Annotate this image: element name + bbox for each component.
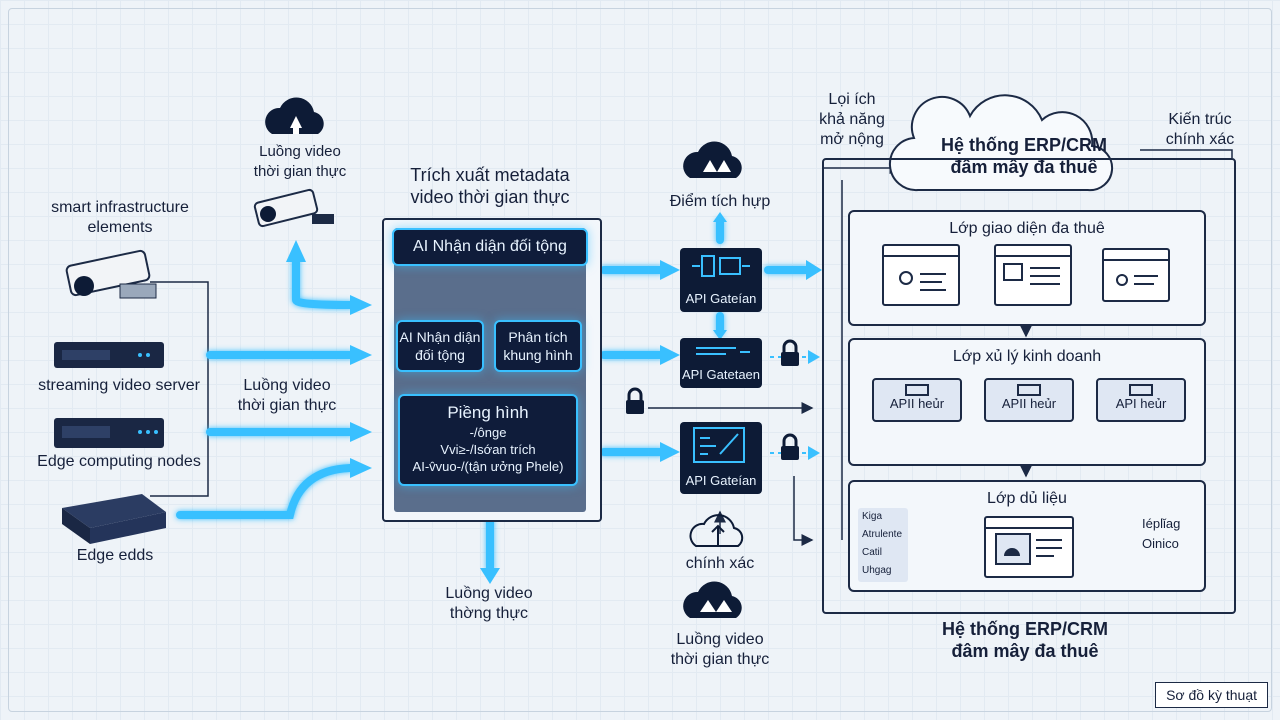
erp-cloud-shape [889, 94, 1114, 192]
middle-flow-label: Luồng video thời gian thực [237, 377, 337, 414]
ui-window-3[interactable] [1102, 248, 1170, 302]
api-gateway-2-label: API Gatetaen [681, 367, 761, 382]
ai-bottom-line2: -/ônge [469, 425, 507, 440]
ui-window-2[interactable] [994, 244, 1072, 306]
layer-interface-title: Lớp giao diện đa thuê [949, 220, 1105, 237]
api-gateway-3[interactable]: API Gateían [680, 422, 762, 494]
smart-infrastructure-label: smart infrastructure elements [51, 199, 189, 236]
accuracy-label: chính xác [685, 555, 755, 572]
data-source-list: Kiga Atrulente Catil Uhgag [858, 508, 908, 582]
ui-window-1[interactable] [882, 244, 960, 306]
ai-top-box: AI Nhận diận đối tộng [392, 228, 588, 266]
ai-bottom-title: Piềng hình [447, 403, 529, 422]
data-target-1: Iéplǐag [1142, 516, 1181, 531]
scalability-note: Lọi ích khả năng mở nộng [819, 91, 885, 148]
ai-bottom-box: Piềng hình -/ônge Vvi≥-/Isớan trích AI-v… [398, 394, 578, 486]
api-gateway-3-icon [693, 427, 745, 463]
upload-cloud-icon [265, 97, 324, 134]
business-api-1-label: APII hеủr [889, 396, 945, 411]
data-source-item: Atrulente [862, 529, 903, 540]
architecture-note: Kiến trúc chính xác [1165, 111, 1235, 148]
integration-point-label: Điểm tích hựp [669, 193, 771, 210]
data-source-item: Uhgag [862, 565, 892, 576]
layer-business-title: Lớp xủ lý kinh doanh [952, 348, 1102, 365]
erp-cloud-title: Hệ thống ERP/CRM đâm mây đa thuê [941, 135, 1107, 177]
data-dashboard-window[interactable] [984, 516, 1074, 578]
api-gateway-2-icon [696, 347, 750, 355]
business-api-3[interactable]: API hеủr [1096, 378, 1186, 422]
ai-left-box: AI Nhận diận đối tộng [396, 320, 484, 372]
ai-heading: Trích xuất metadata video thời gian thực [410, 165, 570, 207]
ai-bottom-line3: Vvi≥-/Isớan trích [440, 442, 536, 457]
api-gateway-1-icon [692, 255, 750, 277]
camera-top-label: Luồng video thời gian thực [253, 143, 347, 180]
business-api-1[interactable]: APII hеủr [872, 378, 962, 422]
api-gateway-1[interactable]: API Gateían [680, 248, 762, 312]
bottom-flow-label: Luồng video thờng thực [445, 585, 533, 622]
api-gateway-1-label: API Gateían [685, 291, 757, 306]
streaming-server-label: streaming video server [38, 377, 200, 394]
api-gateway-2[interactable]: API Gatetaen [680, 338, 762, 388]
business-api-2[interactable]: APII hеủr [984, 378, 1074, 422]
gateway-bottom-flow-label: Luồng video thời gian thực [670, 631, 770, 668]
data-source-item: Catil [862, 547, 883, 558]
erp-container [822, 158, 1236, 614]
ai-right-box: Phân tích khung hình [494, 320, 582, 372]
layer-data-title: Lớp dủ liệu [987, 490, 1067, 507]
data-target-2: Oinico [1142, 536, 1179, 551]
integration-cloud-icon [683, 141, 742, 178]
camera-left-icon [65, 249, 157, 299]
edge-edds-label: Edge edds [76, 547, 154, 564]
api-gateway-3-label: API Gateían [685, 473, 757, 488]
corner-label: Sơ đồ kỳ thuạt [1155, 682, 1268, 708]
edge-nodes-label: Edge computing nodes [37, 453, 201, 470]
edge-device-icon [62, 494, 166, 544]
ai-bottom-line4: AI-v̂vuo-/(tận ưởng Phele) [412, 459, 564, 474]
erp-bottom-title: Hệ thống ERP/CRM đâm mây đa thuê [942, 619, 1108, 661]
bottom-cloud-icon [683, 581, 742, 618]
streaming-server-icon [54, 342, 164, 368]
edge-nodes-server-icon [54, 418, 164, 448]
camera-top-icon [253, 188, 334, 228]
data-source-item: Kiga [862, 511, 883, 522]
business-api-3-label: API hеủr [1115, 396, 1167, 411]
business-api-2-label: APII hеủr [1001, 396, 1057, 411]
diagram-frame [8, 8, 1272, 712]
